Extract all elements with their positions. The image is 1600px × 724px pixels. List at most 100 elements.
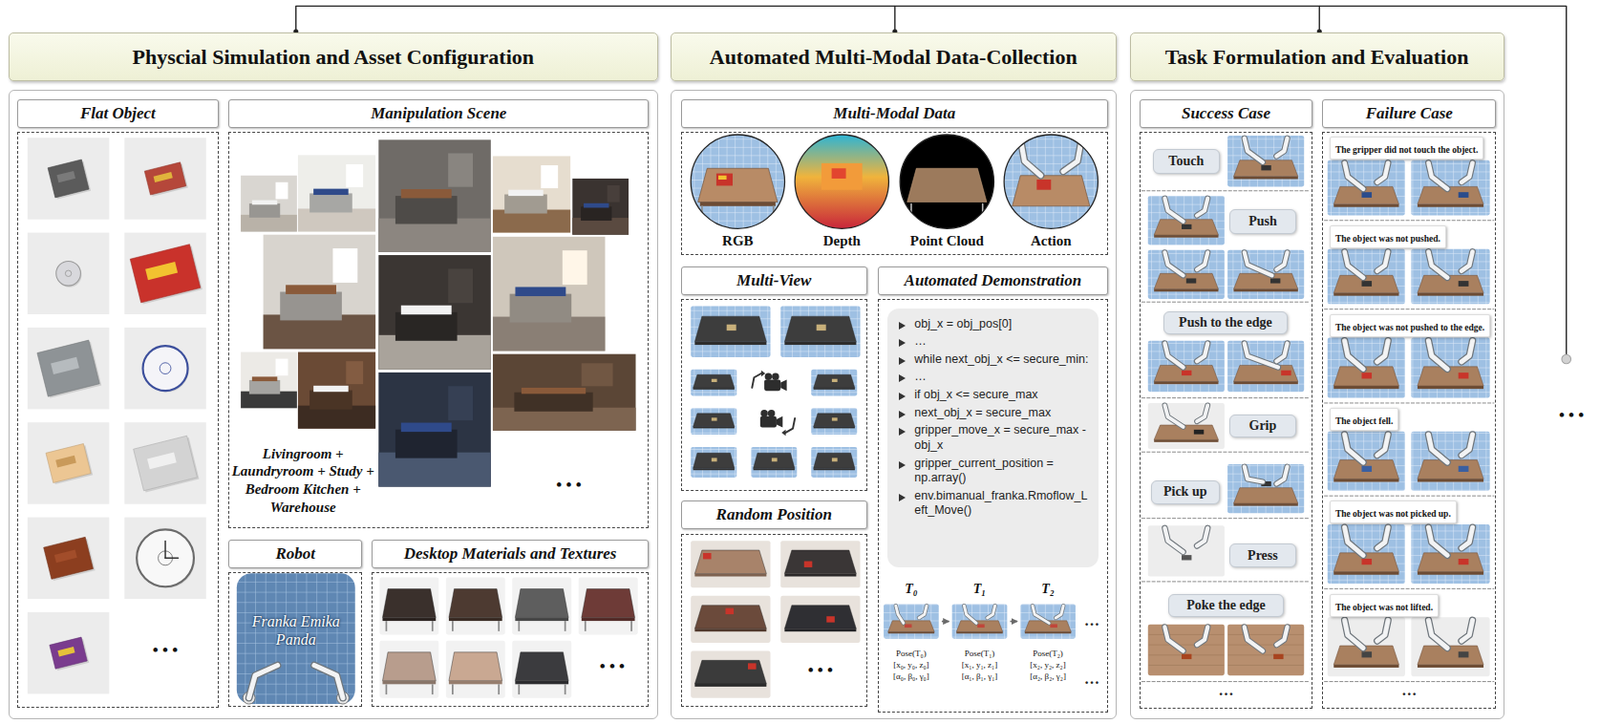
illustration-part (784, 341, 856, 345)
illustration-part (1428, 434, 1448, 463)
table-thumbnail (690, 447, 737, 478)
ellipsis: • • • (540, 475, 598, 495)
illustration-part (1276, 467, 1287, 485)
illustration-part (240, 175, 298, 233)
pose-text: [x₀, y₀, z₀] (881, 660, 941, 672)
illustration-part (27, 327, 109, 409)
room-photo (298, 154, 376, 232)
illustration-part (764, 379, 781, 391)
flat-object-thumbnail (124, 517, 206, 599)
panel-frame (17, 131, 218, 709)
illustration-part (1141, 517, 1310, 519)
illustration-part (956, 631, 1003, 634)
sub-panel: Random Position• • • (681, 500, 868, 707)
table-thumbnail (512, 640, 572, 699)
panel-title-bar: Random Position (681, 500, 868, 530)
illustration-part (1244, 252, 1273, 276)
illustration-part (147, 451, 177, 470)
illustration-part (379, 577, 439, 636)
illustration-part (1461, 619, 1473, 641)
panel-title: Success Case (1181, 104, 1271, 124)
illustration-part (1194, 429, 1204, 435)
illustration-part (124, 233, 206, 315)
illustration-part (1458, 651, 1470, 658)
illustration-part (883, 603, 939, 639)
pose-text: [α₀, β₀, γ₀] (881, 671, 941, 683)
illustration-part (385, 620, 388, 632)
illustration-part (1417, 385, 1484, 389)
illustration-part (431, 683, 434, 695)
panel-title-bar: Multi-Modal Data (681, 99, 1110, 128)
illustration-part (694, 605, 767, 630)
illustration-part (451, 683, 454, 695)
panel-title-bar: Desktop Materials and Textures (371, 539, 650, 569)
flat-object-thumbnail (27, 327, 109, 409)
illustration-part (56, 170, 76, 183)
illustration-part (309, 192, 353, 213)
illustration-part (690, 540, 770, 588)
sub-panel: Failure Case…The gripper did not touch t… (1322, 99, 1496, 710)
illustration-part (1417, 293, 1484, 297)
illustration-part (1461, 341, 1473, 363)
illustration-part (693, 387, 735, 390)
illustration-part (1164, 252, 1183, 276)
illustration-part (1227, 464, 1304, 513)
illustration-part (497, 620, 500, 632)
illustration-part (27, 137, 109, 219)
illustration-part (514, 617, 569, 621)
panel-title-bar: Success Case (1139, 99, 1313, 128)
panel-title: Multi-Modal Data (832, 104, 956, 124)
illustration-part (1164, 405, 1183, 427)
timestep-box: Pose(T₀)[x₀, y₀, z₀][α₀, β₀, γ₀]T₀ (881, 581, 941, 706)
illustration-part (448, 652, 503, 682)
scene-thumbnail (1410, 431, 1490, 491)
scene-thumbnail (1020, 603, 1076, 639)
flat-object-thumbnail (27, 137, 109, 219)
illustration-part (607, 185, 620, 203)
modality-label: RGB (688, 233, 788, 250)
table-thumbnail (690, 305, 770, 357)
illustration-part (517, 683, 520, 695)
illustration-part (694, 660, 767, 684)
timestep-label: T₂ (1018, 581, 1078, 598)
rgb-image (690, 134, 785, 229)
illustration-part (768, 409, 775, 417)
table-thumbnail (379, 577, 439, 636)
illustration-part (508, 190, 544, 196)
table-thumbnail (810, 447, 857, 478)
illustration-part (1153, 234, 1218, 238)
illustration-part (1164, 342, 1183, 367)
code-line: next_obj_x = secure_max (914, 405, 1051, 422)
illustration-part (378, 372, 491, 488)
ellipsis: … (1079, 670, 1105, 688)
illustration-part (1428, 252, 1448, 278)
illustration-part (987, 605, 996, 619)
illustration-part (56, 260, 82, 286)
scene-thumbnail (1327, 524, 1406, 584)
code-line: … (914, 369, 927, 385)
illustration-part (1428, 619, 1448, 648)
illustration-part (1327, 524, 1406, 584)
task-pill: Pick up (1151, 480, 1220, 505)
illustration-part (514, 681, 569, 685)
illustration-part (1428, 527, 1448, 555)
illustration-part (249, 664, 278, 698)
illustration-part (1196, 405, 1208, 422)
bullet-marker (898, 321, 906, 330)
illustration-part (1417, 572, 1484, 576)
illustration-part (1244, 467, 1263, 483)
failure-text: The object was not pushed to the edge. (1335, 322, 1485, 333)
illustration-part (564, 683, 567, 695)
illustration-part (124, 137, 206, 219)
illustration-part (1344, 341, 1364, 370)
illustration-part (124, 422, 206, 504)
illustration-part (1164, 342, 1183, 367)
illustration-part (1410, 617, 1490, 677)
code-row: while next_obj_x <= secure_min: (893, 352, 1091, 368)
illustration-part (1196, 252, 1208, 270)
illustration-part (690, 651, 770, 699)
step-arrow (1009, 620, 1018, 623)
illustration-part (1141, 580, 1310, 582)
illustration-part (236, 573, 356, 704)
illustration-part (1377, 341, 1388, 363)
